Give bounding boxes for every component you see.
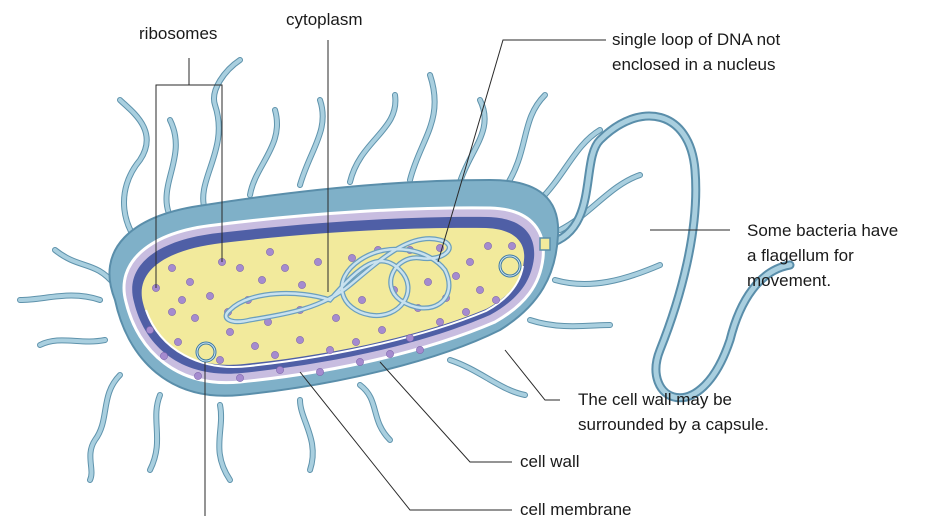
ribosome-dot	[352, 338, 359, 345]
ribosome-dot	[296, 336, 303, 343]
ribosome-dot	[194, 372, 201, 379]
ribosome-dot	[174, 338, 181, 345]
ribosome-dot	[452, 272, 459, 279]
ribosome-dot	[266, 248, 273, 255]
ribosome-dot	[314, 258, 321, 265]
ribosome-dot	[484, 242, 491, 249]
ribosome-dot	[226, 328, 233, 335]
ribosome-dot	[271, 351, 278, 358]
ribosome-dot	[462, 308, 469, 315]
label-flagellum-line2: a flagellum for	[747, 246, 854, 265]
label-dna-line1: single loop of DNA not	[612, 30, 780, 49]
ribosome-dot	[236, 374, 243, 381]
label-capsule-line1: The cell wall may be	[578, 390, 732, 409]
ribosome-dot	[348, 254, 355, 261]
label-flagellum-line3: movement.	[747, 271, 831, 290]
ribosome-dot	[416, 346, 423, 353]
ribosome-dot	[436, 318, 443, 325]
ribosome-dot	[276, 366, 283, 373]
label-flagellum-line1: Some bacteria have	[747, 221, 898, 240]
ribosome-dot	[216, 356, 223, 363]
ribosome-dot	[146, 326, 153, 333]
ribosome-dot	[168, 308, 175, 315]
label-cell-membrane: cell membrane	[520, 500, 632, 516]
ribosome-dot	[251, 342, 258, 349]
ribosome-dot	[476, 286, 483, 293]
label-capsule-line2: surrounded by a capsule.	[578, 415, 769, 434]
ribosome-dot	[492, 296, 499, 303]
ribosome-dot	[178, 296, 185, 303]
ribosome-dot	[358, 296, 365, 303]
ribosome-dot	[386, 350, 393, 357]
label-dna-line2: enclosed in a nucleus	[612, 55, 776, 74]
ribosome-dot	[258, 276, 265, 283]
ribosome-dot	[326, 346, 333, 353]
bacterium-cell-icon	[109, 180, 558, 396]
label-cytoplasm: cytoplasm	[286, 10, 363, 29]
ribosome-dot	[298, 281, 305, 288]
ribosome-dot	[332, 314, 339, 321]
flagellum-base	[540, 238, 550, 250]
label-ribosomes: ribosomes	[139, 24, 217, 43]
ribosome-dot	[356, 358, 363, 365]
ribosome-dot	[508, 242, 515, 249]
ribosome-dot	[378, 326, 385, 333]
ribosome-dot	[168, 264, 175, 271]
ribosome-dot	[281, 264, 288, 271]
ribosome-dot	[316, 368, 323, 375]
ribosome-dot	[466, 258, 473, 265]
ribosome-dot	[160, 352, 167, 359]
label-cell-wall: cell wall	[520, 452, 580, 471]
ribosome-dot	[191, 314, 198, 321]
ribosome-dot	[406, 334, 413, 341]
ribosome-dot	[236, 264, 243, 271]
ribosome-dot	[206, 292, 213, 299]
ribosome-dot	[186, 278, 193, 285]
ribosome-dot	[424, 278, 431, 285]
